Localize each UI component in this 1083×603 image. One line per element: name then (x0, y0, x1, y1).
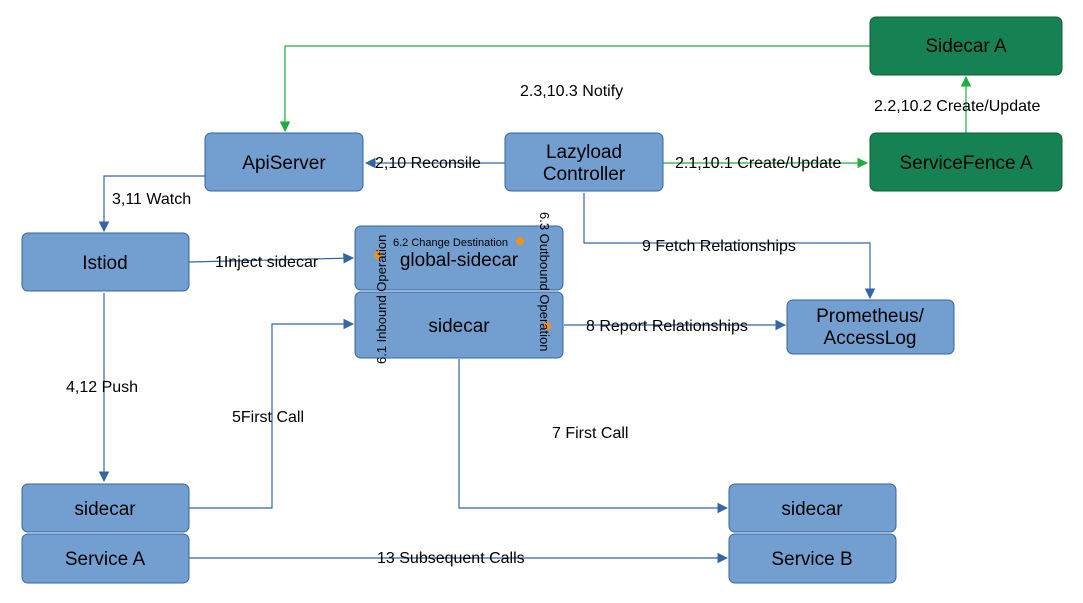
node-label: sidecar (428, 316, 490, 337)
node-lazyload-controller[interactable]: Lazyload Controller (504, 132, 664, 192)
node-global-sidecar[interactable]: global-sidecar (354, 225, 564, 291)
label-reconsile: 2,10 Reconsile (375, 155, 481, 172)
label-create-update-fence: 2.1,10.1 Create/Update (675, 155, 841, 172)
label-outbound-operation: 6.3 Outbound Operation (537, 212, 552, 352)
node-prometheus-accesslog[interactable]: Prometheus/ AccessLog (786, 299, 955, 355)
label-watch: 3,11 Watch (112, 191, 191, 208)
node-label: sidecar (781, 499, 843, 520)
marker-dot-inbound (374, 251, 382, 259)
edge-notify (279, 45, 870, 133)
label-inject: 1Inject sidecar (215, 254, 319, 271)
marker-dot-outbound (516, 237, 524, 245)
marker-dot-outbound-lower (543, 322, 551, 330)
node-label: Sidecar A (925, 36, 1007, 57)
edge-first-call-7 (458, 359, 729, 514)
node-label-line2: AccessLog (824, 328, 917, 349)
node-label: Istiod (82, 253, 127, 274)
label-first-call-7: 7 First Call (552, 425, 628, 442)
label-notify: 2.3,10.3 Notify (520, 83, 623, 100)
label-subsequent-calls: 13 Subsequent Calls (377, 550, 525, 567)
node-sidecar-a[interactable]: Sidecar A (869, 16, 1063, 76)
node-label: ApiServer (242, 153, 326, 174)
edge-fetch (583, 193, 876, 300)
node-label: Service B (771, 549, 852, 570)
node-label: global-sidecar (400, 250, 519, 271)
node-label: ServiceFence A (899, 153, 1032, 174)
edge-first-call-5 (189, 318, 355, 509)
label-change-destination: 6.2 Change Destination (393, 237, 508, 249)
edge-inject (188, 252, 355, 264)
node-sidecar-center[interactable]: sidecar (354, 291, 564, 359)
node-service-b[interactable]: Service B (728, 533, 897, 584)
node-label: sidecar (74, 499, 136, 520)
label-push: 4,12 Push (66, 379, 138, 396)
node-istiod[interactable]: Istiod (21, 232, 190, 292)
node-sidecar-left[interactable]: sidecar (21, 483, 190, 533)
label-inbound-operation: 6.1 Inbound Operation (374, 235, 389, 364)
label-report-relationships: 8 Report Relationships (586, 318, 748, 335)
node-label-line1: Prometheus/ (816, 306, 924, 327)
node-service-a[interactable]: Service A (21, 533, 190, 584)
edge-watch (98, 175, 205, 233)
node-label-line2: Controller (543, 164, 626, 185)
node-label-line1: Lazyload (546, 142, 622, 163)
label-create-update-sidecar: 2.2,10.2 Create/Update (874, 98, 1040, 115)
node-apiserver[interactable]: ApiServer (204, 132, 364, 192)
node-servicefence-a[interactable]: ServiceFence A (869, 132, 1063, 192)
node-label: Service A (65, 549, 146, 570)
label-first-call-5: 5First Call (232, 409, 304, 426)
node-sidecar-right[interactable]: sidecar (728, 483, 897, 533)
label-fetch-relationships: 9 Fetch Relationships (642, 238, 796, 255)
